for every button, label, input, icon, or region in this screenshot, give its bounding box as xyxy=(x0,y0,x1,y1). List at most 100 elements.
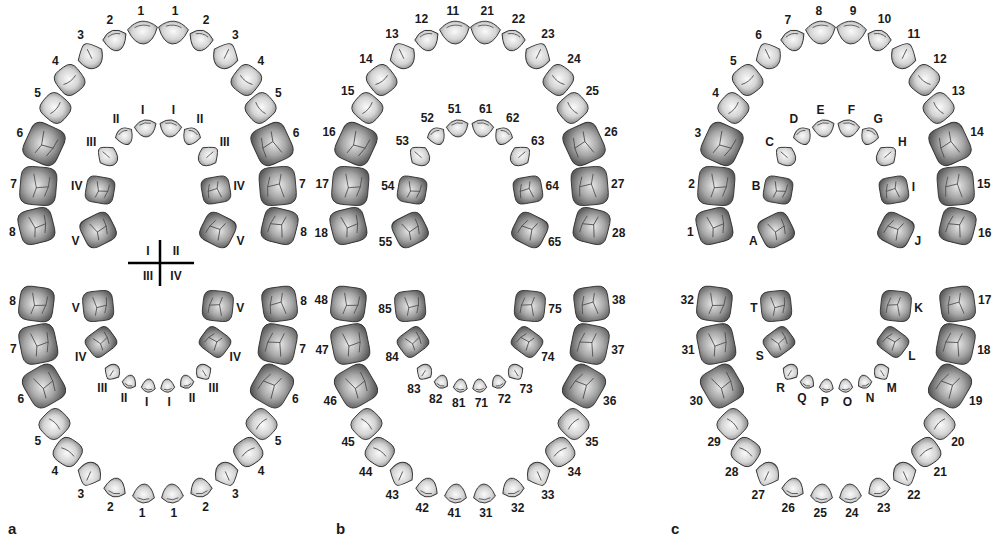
tooth-number: 3 xyxy=(77,488,84,500)
tooth-number: 14 xyxy=(970,126,983,138)
permanent-tooth xyxy=(939,285,977,323)
tooth-number: 22 xyxy=(512,13,525,25)
tooth-crown xyxy=(491,125,515,148)
tooth-number: 18 xyxy=(977,344,990,356)
tooth-number: 9 xyxy=(850,5,857,17)
tooth-crown xyxy=(132,483,155,504)
tooth-crown xyxy=(864,27,893,53)
primary-tooth xyxy=(762,175,794,205)
tooth-fissure xyxy=(918,76,930,86)
tooth-fissure xyxy=(796,129,805,134)
tooth-number: 32 xyxy=(511,502,524,514)
tooth-fissure xyxy=(496,384,503,387)
tooth-fissure xyxy=(361,418,372,429)
tooth-crown xyxy=(934,322,977,366)
quadrant-cross xyxy=(128,240,194,286)
tooth-crown xyxy=(810,483,833,504)
tooth-number: 10 xyxy=(878,13,891,25)
tooth-number: 13 xyxy=(385,28,398,40)
permanent-tooth xyxy=(838,483,861,504)
permanent-tooth xyxy=(523,458,555,490)
tooth-fissure xyxy=(519,152,525,158)
tooth-fissure xyxy=(881,371,884,376)
tooth-fissure xyxy=(579,214,599,237)
tooth-fissure xyxy=(781,152,787,158)
tooth-fissure xyxy=(189,129,198,134)
tooth-fissure xyxy=(537,472,541,480)
tooth-fissure xyxy=(224,49,228,58)
primary-tooth xyxy=(490,373,508,390)
tooth-fissure xyxy=(344,174,362,198)
tooth-crown xyxy=(875,324,912,360)
tooth-number: 31 xyxy=(479,507,492,519)
tooth-crown xyxy=(82,290,115,323)
tooth-crown xyxy=(878,175,910,205)
tooth-number: 21 xyxy=(481,5,494,17)
tooth-number: 41 xyxy=(447,507,460,519)
tooth-fissure xyxy=(346,131,370,158)
primary-tooth xyxy=(179,125,203,148)
primary-tooth xyxy=(82,290,115,323)
tooth-fissure xyxy=(536,49,540,58)
tooth-crown xyxy=(84,175,116,205)
tooth-crown xyxy=(395,324,432,360)
tooth-crown xyxy=(755,209,797,250)
tooth-crown xyxy=(93,141,123,171)
permanent-tooth xyxy=(469,20,501,45)
tooth-number: 24 xyxy=(845,507,858,519)
tooth-fissure xyxy=(729,102,740,114)
tooth-fissure xyxy=(34,371,59,399)
permanent-tooth xyxy=(520,39,555,74)
primary-tooth xyxy=(472,378,487,393)
permanent-tooth xyxy=(17,285,55,323)
tooth-fissure xyxy=(517,218,538,241)
tooth-crown xyxy=(791,125,815,148)
primary-tooth-number: N xyxy=(866,392,875,404)
primary-tooth-number: I xyxy=(168,396,171,408)
tooth-fissure xyxy=(399,49,403,58)
permanent-tooth xyxy=(780,476,806,500)
primary-tooth-number: C xyxy=(765,136,774,148)
tooth-fissure xyxy=(346,371,371,399)
tooth-fissure xyxy=(257,371,282,399)
permanent-tooth xyxy=(127,20,159,45)
tooth-fissure xyxy=(875,491,886,495)
tooth-crown xyxy=(331,361,381,412)
primary-tooth xyxy=(113,125,137,148)
tooth-fissure xyxy=(376,76,388,86)
primary-tooth-number: L xyxy=(908,350,915,362)
primary-tooth-number: IV xyxy=(75,351,86,363)
tooth-crown xyxy=(453,378,468,393)
tooth-fissure xyxy=(197,491,208,495)
primary-tooth-number: 74 xyxy=(541,351,554,363)
tooth-fissure xyxy=(447,24,462,27)
primary-tooth xyxy=(811,118,836,139)
tooth-crown xyxy=(386,458,418,490)
tooth-number: 5 xyxy=(34,435,41,447)
tooth-crown xyxy=(836,118,861,139)
tooth-fissure xyxy=(265,331,285,357)
permanent-tooth xyxy=(500,476,526,500)
tooth-number: 3 xyxy=(232,488,239,500)
tooth-fissure xyxy=(943,331,963,357)
tooth-crown xyxy=(523,458,555,490)
tooth-fissure xyxy=(569,131,593,158)
tooth-crown xyxy=(470,118,495,139)
tooth-number: 7 xyxy=(784,14,791,26)
tooth-fissure xyxy=(242,447,255,456)
permanent-tooth xyxy=(936,166,975,207)
tooth-fissure xyxy=(420,491,431,495)
permanent-tooth xyxy=(186,27,215,53)
permanent-tooth xyxy=(256,322,299,366)
tooth-crown xyxy=(559,361,609,412)
tooth-crown xyxy=(73,39,108,74)
permanent-tooth xyxy=(444,483,467,504)
tooth-number: 7 xyxy=(10,178,17,190)
tooth-number: 45 xyxy=(341,436,354,448)
primary-tooth-number: II xyxy=(197,113,204,125)
primary-tooth xyxy=(193,361,215,383)
tooth-crown xyxy=(926,119,975,169)
permanent-tooth xyxy=(864,27,893,53)
primary-tooth xyxy=(779,361,801,383)
tooth-crown xyxy=(697,361,747,412)
